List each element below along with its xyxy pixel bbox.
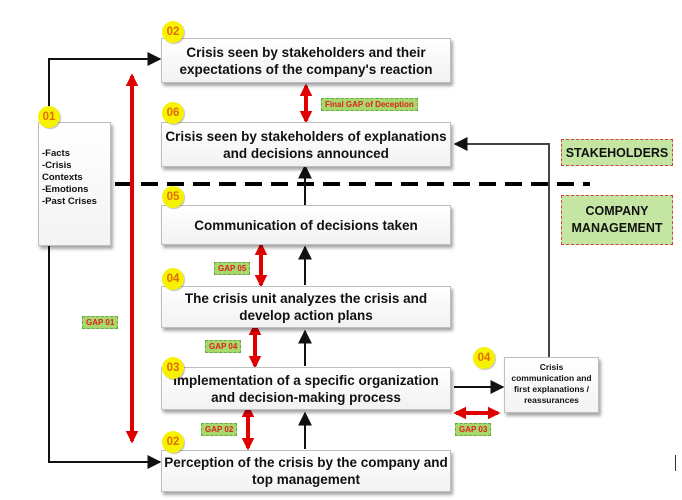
- edge-tick: [675, 455, 676, 471]
- badge-02-bottom: 02: [162, 431, 184, 453]
- input-facts: -Facts: [42, 148, 70, 159]
- step-03-line2: and decision-making process: [211, 389, 401, 405]
- gap-05-label: GAP 05: [214, 262, 251, 275]
- badge-03: 03: [162, 357, 184, 379]
- gap-02-label: GAP 02: [201, 423, 238, 436]
- arrow-communication-to-06: [453, 137, 550, 357]
- company-text: COMPANY: [585, 204, 649, 218]
- step-06-stakeholder-decisions-box: Crisis seen by stakeholders of explanati…: [161, 122, 451, 167]
- badge-04: 04: [162, 268, 184, 290]
- final-gap-label: Final GAP of Deception: [321, 98, 418, 111]
- step-02-line1: Crisis seen by stakeholders and their: [186, 44, 426, 60]
- stakeholders-zone-label: STAKEHOLDERS: [561, 139, 673, 166]
- step-06-line2: and decisions announced: [223, 145, 389, 161]
- input-contexts: Contexts: [42, 172, 83, 183]
- step-05-line1: Communication of decisions taken: [194, 217, 418, 233]
- step-02-company-perception-box: Perception of the crisis by the company …: [161, 450, 451, 492]
- step-03-implementation-box: Implementation of a specific organizatio…: [161, 367, 451, 410]
- step-06-line1: Crisis seen by stakeholders of explanati…: [165, 128, 447, 144]
- input-past-crises: -Past Crises: [42, 196, 97, 207]
- gap-03-label: GAP 03: [455, 423, 492, 436]
- step-04-line2: develop action plans: [239, 308, 373, 323]
- arrow-inputs-to-stakeholder-view: [48, 52, 162, 122]
- crisis-communication-box: Crisis communication and first explanati…: [504, 357, 599, 413]
- communication-line3: first explanations /: [513, 384, 590, 394]
- badge-02-top: 02: [162, 21, 184, 43]
- inputs-box: -Facts -Crisis Contexts -Emotions -Past …: [38, 122, 111, 246]
- company-management-zone-label: COMPANY MANAGEMENT: [561, 195, 673, 245]
- communication-line2: communication and: [511, 373, 592, 383]
- step-04-crisis-unit-box: The crisis unit analyzes the crisis and d…: [161, 286, 451, 328]
- badge-05: 05: [162, 186, 184, 208]
- arrow-inputs-to-company-perception: [48, 246, 162, 469]
- step-05-communication-box: Communication of decisions taken: [161, 205, 451, 245]
- step-04-line1: The crisis unit analyzes the crisis and: [184, 291, 428, 306]
- step-02b-line1: Perception of the crisis by the company …: [164, 455, 448, 470]
- communication-line1: Crisis: [539, 362, 564, 372]
- badge-04-communication: 04: [473, 347, 495, 369]
- stakeholders-text: STAKEHOLDERS: [565, 145, 669, 160]
- badge-01: 01: [38, 106, 60, 128]
- step-02b-line2: top management: [251, 472, 360, 487]
- step-03-line1: Implementation of a specific organizatio…: [173, 372, 439, 388]
- input-emotions: -Emotions: [42, 184, 89, 195]
- step-02-line2: expectations of the company's reaction: [179, 61, 433, 77]
- badge-06: 06: [162, 102, 184, 124]
- input-crisis: -Crisis: [42, 160, 72, 171]
- communication-line4: reassurances: [524, 395, 579, 405]
- gap-04-label: GAP 04: [205, 340, 242, 353]
- gap-01-label: GAP 01: [82, 316, 119, 329]
- management-text: MANAGEMENT: [571, 221, 663, 235]
